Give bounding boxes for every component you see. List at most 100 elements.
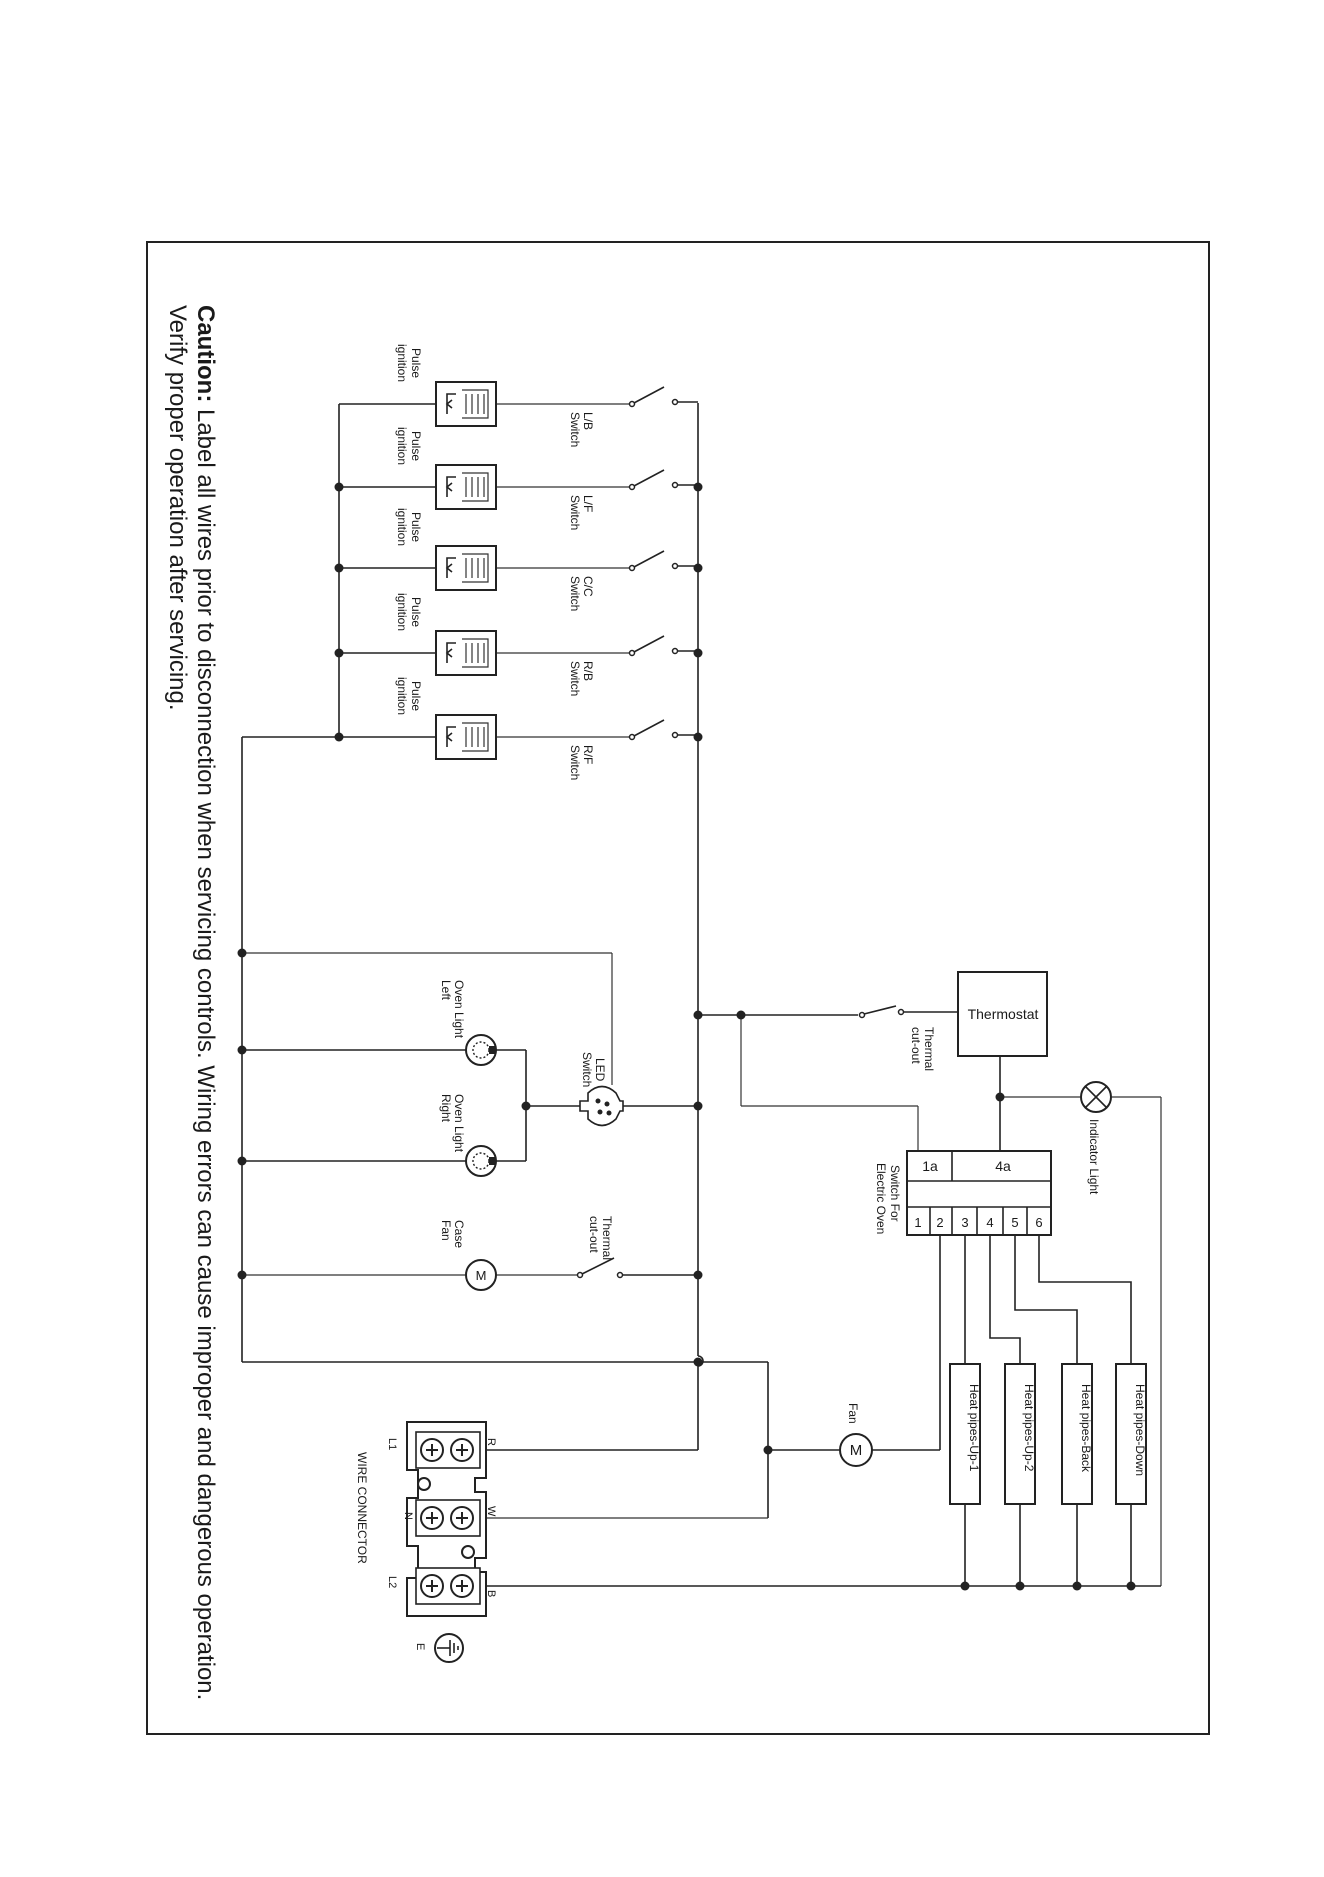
switch-blade: [633, 635, 665, 653]
caution-line-1: Label all wires prior to disconnection w…: [192, 402, 219, 1700]
heat-pipe-2: Heat pipes-Up-2: [989, 1235, 1036, 1586]
junction-dot: [693, 1101, 703, 1111]
pulse-ignition-label-1: Pulse: [409, 597, 423, 627]
heat-pipe-4: Heat pipes-Down: [1038, 1235, 1147, 1586]
junction-dot: [237, 1270, 247, 1280]
junction-dot: [763, 1445, 773, 1455]
terminal-l1-label: L1: [386, 1438, 398, 1450]
led-switch-label-1: LED: [593, 1058, 607, 1082]
fan-label: Fan: [846, 1403, 860, 1424]
pulse-ignition-label-1: Pulse: [409, 512, 423, 542]
heat-pipe-label: Heat pipes-Back: [1079, 1384, 1093, 1473]
wire-letter-r: R: [485, 1438, 497, 1446]
oven-selector-switch: [906, 1150, 1052, 1236]
junction-dot: [334, 732, 344, 742]
switch-4a-label: 4a: [995, 1158, 1011, 1174]
switch-contact: [671, 731, 679, 739]
indicator-light-label: Indicator Light: [1087, 1119, 1101, 1195]
thermal-cutout-oven-label-2: cut-out: [909, 1027, 923, 1064]
ignitor-coil-icon: [462, 722, 489, 752]
ignitor-arc-icon: [445, 557, 456, 578]
case-fan-label-2: Fan: [439, 1220, 453, 1241]
junction-dot: [237, 1156, 247, 1166]
oven-light-left-label-1: Oven Light: [452, 980, 466, 1039]
junction-dot: [1072, 1581, 1082, 1591]
pulse-ignition-label-2: ignition: [395, 508, 409, 546]
wire-letter-w: W: [485, 1506, 497, 1517]
case-fan-label-1: Case: [452, 1220, 466, 1248]
terminal-n-label: N: [402, 1512, 414, 1520]
thermostat-label: Thermostat: [968, 1006, 1039, 1022]
oven-light-right: [465, 1145, 497, 1177]
led-switch: [579, 1085, 624, 1127]
junction-dot: [693, 1270, 703, 1280]
thermal-cutout-fan-label-2: cut-out: [587, 1216, 601, 1253]
earth-symbol: [434, 1633, 464, 1663]
switch-blade: [633, 386, 665, 404]
heat-pipe-label: Heat pipes-Up-2: [1022, 1384, 1036, 1472]
switch-contact: [671, 481, 679, 489]
ignitor-arc-icon: [445, 476, 456, 497]
junction-dot: [334, 648, 344, 658]
switch-contact: [628, 483, 636, 491]
pulse-ignition-label-2: ignition: [395, 427, 409, 465]
switch-1a-label: 1a: [922, 1158, 938, 1174]
switch-terminal-3: 3: [961, 1215, 968, 1230]
switch-label-2: Switch: [568, 661, 582, 696]
pulse-ignition-label-1: Pulse: [409, 681, 423, 711]
terminal-l2-label: L2: [386, 1576, 398, 1588]
heat-pipe-label: Heat pipes-Up-1: [967, 1384, 981, 1472]
ignitor-coil-icon: [462, 472, 489, 502]
switch-label-2: Switch: [568, 576, 582, 611]
junction-dot: [693, 1010, 703, 1020]
oven-switch-label-1: Switch For: [888, 1165, 902, 1222]
oven-light-right-label-2: Right: [439, 1094, 453, 1123]
switch-contact: [628, 400, 636, 408]
switch-label-1: C/C: [581, 576, 595, 597]
heat-pipe-box: [1115, 1363, 1147, 1505]
switch-terminal-2: 2: [936, 1215, 943, 1230]
indicator-light: [1080, 1081, 1112, 1113]
oven-light-left: [465, 1034, 497, 1066]
heat-pipe-feed: [989, 1235, 1021, 1364]
caution-prefix: Caution:: [192, 305, 219, 402]
switch-contact: [628, 564, 636, 572]
heat-pipe-box: [1004, 1363, 1036, 1505]
switch-contact: [628, 649, 636, 657]
caution-text: Caution: Label all wires prior to discon…: [192, 305, 219, 1700]
oven-light-left-label-2: Left: [439, 980, 453, 1001]
switch-contact: [671, 647, 679, 655]
wire-connector-block: [406, 1421, 487, 1617]
svg-text:Caution: Label all wires prior: Caution: Label all wires prior to discon…: [192, 305, 219, 1700]
case-fan-motor: [465, 1259, 497, 1291]
ignitor-coil-icon: [462, 553, 489, 583]
junction-dot: [237, 1045, 247, 1055]
ignitor-arc-icon: [445, 642, 456, 663]
junction-dot: [334, 563, 344, 573]
switch-label-1: R/F: [581, 745, 595, 764]
ignitor-coil-icon: [462, 389, 489, 419]
pulse-ignition-label-2: ignition: [395, 593, 409, 631]
switch-label-1: L/B: [581, 412, 595, 430]
heat-pipe-1: Heat pipes-Up-1: [949, 1235, 981, 1586]
junction-dot: [237, 948, 247, 958]
switch-terminal-6: 6: [1035, 1215, 1042, 1230]
heat-pipe-3: Heat pipes-Back: [1014, 1235, 1093, 1586]
switch-blade: [633, 469, 665, 487]
junction-dot: [693, 732, 703, 742]
heat-pipe-label: Heat pipes-Down: [1133, 1384, 1147, 1476]
switch-label-1: L/F: [581, 495, 595, 512]
junction-dot: [693, 482, 703, 492]
heat-pipes: Heat pipes-Up-1 Heat pipes-Up-2 Heat pipes…: [949, 1235, 1147, 1586]
pulse-ignition-label-2: ignition: [395, 677, 409, 715]
switch-label-2: Switch: [568, 412, 582, 447]
heat-pipe-feed: [1038, 1235, 1132, 1364]
junction-dot: [334, 482, 344, 492]
thermal-cutout-oven: [858, 1005, 905, 1019]
